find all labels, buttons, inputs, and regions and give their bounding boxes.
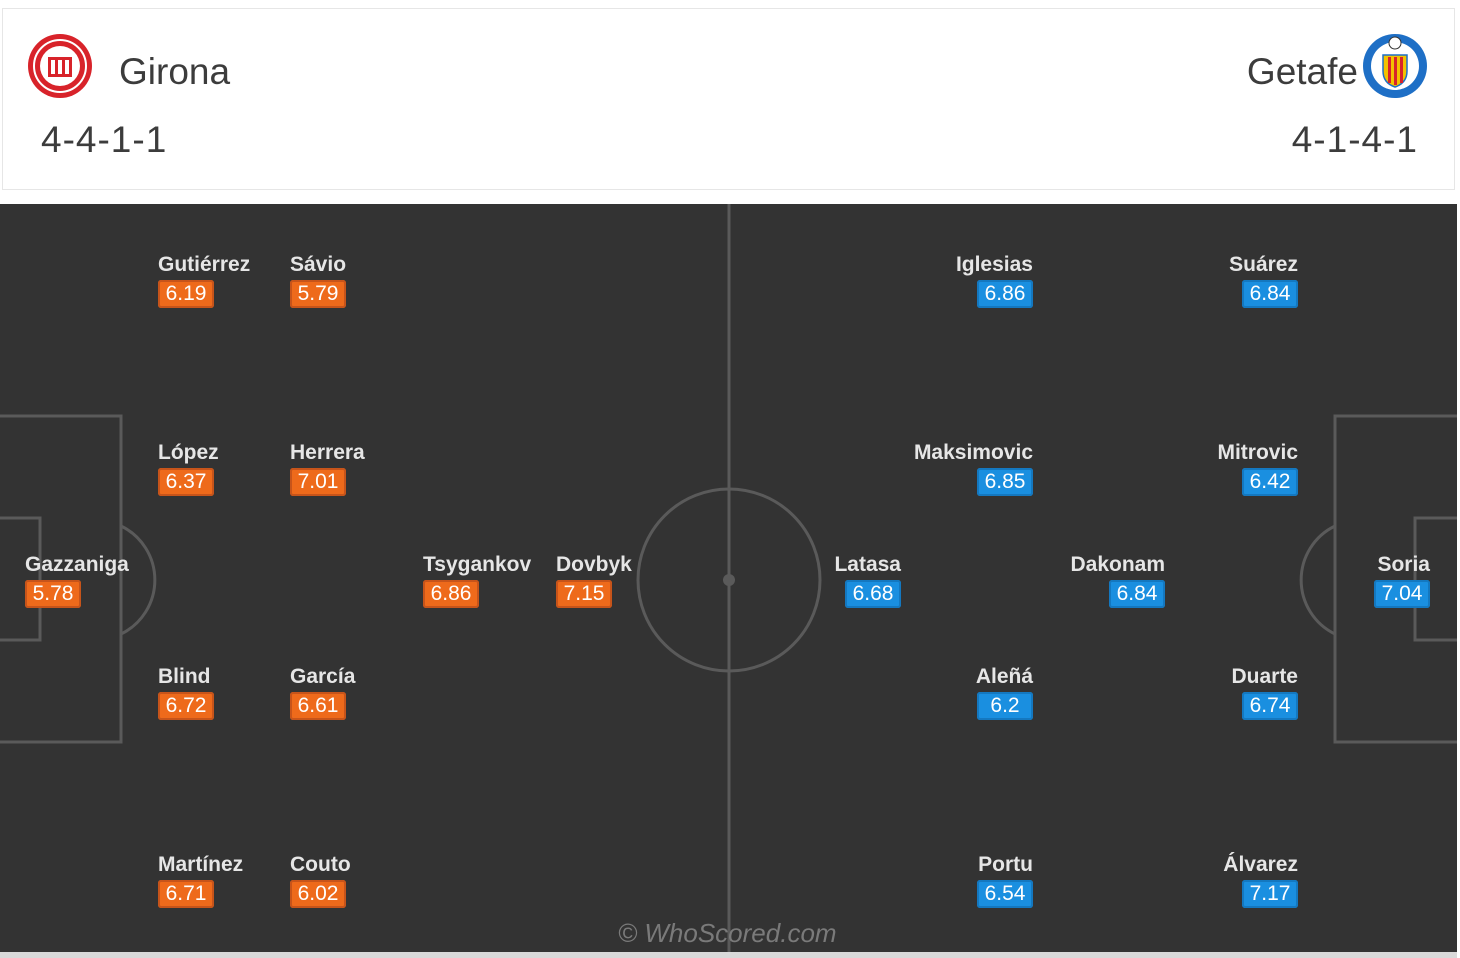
player-name: Herrera bbox=[290, 441, 365, 464]
player-name: López bbox=[158, 441, 219, 464]
away-formation: 4-1-4-1 bbox=[1291, 119, 1418, 160]
home-player-dovbyk[interactable]: Dovbyk 7.15 bbox=[556, 553, 632, 608]
player-rating-badge: 7.04 bbox=[1374, 580, 1430, 608]
home-player-savio[interactable]: Sávio 5.79 bbox=[290, 253, 347, 308]
player-name: Duarte bbox=[1231, 665, 1298, 688]
away-player-dakonam[interactable]: Dakonam 6.84 bbox=[1070, 553, 1165, 608]
player-rating-badge: 6.86 bbox=[423, 580, 479, 608]
home-player-martinez[interactable]: Martínez 6.71 bbox=[158, 853, 244, 908]
player-rating-badge: 7.01 bbox=[290, 468, 346, 496]
player-name: Portu bbox=[978, 853, 1033, 876]
player-rating-badge: 6.71 bbox=[158, 880, 214, 908]
player-name: Iglesias bbox=[955, 253, 1033, 276]
player-rating-badge: 6.37 bbox=[158, 468, 214, 496]
player-rating-badge: 7.17 bbox=[1242, 880, 1298, 908]
away-player-iglesias[interactable]: Iglesias 6.86 bbox=[955, 253, 1033, 308]
home-player-blind[interactable]: Blind 6.72 bbox=[158, 665, 214, 720]
home-player-garcia[interactable]: García 6.61 bbox=[290, 665, 356, 720]
player-name: Maksimovic bbox=[913, 441, 1033, 464]
away-player-mitrovic[interactable]: Mitrovic 6.42 bbox=[1217, 441, 1298, 496]
home-player-lopez[interactable]: López 6.37 bbox=[158, 441, 219, 496]
home-player-tsygankov[interactable]: Tsygankov 6.86 bbox=[423, 553, 532, 608]
girona-crest-icon[interactable] bbox=[27, 33, 93, 99]
player-rating-badge: 6.85 bbox=[977, 468, 1033, 496]
player-rating-badge: 6.19 bbox=[158, 280, 214, 308]
player-name: Couto bbox=[290, 853, 351, 876]
player-rating-badge: 6.74 bbox=[1242, 692, 1298, 720]
player-rating-badge: 6.72 bbox=[158, 692, 214, 720]
away-player-alena[interactable]: Aleñá 6.2 bbox=[975, 665, 1033, 720]
player-name: Aleñá bbox=[975, 665, 1033, 688]
player-name: Dakonam bbox=[1070, 553, 1165, 576]
away-team-name[interactable]: Getafe bbox=[1246, 51, 1358, 92]
player-name: Dovbyk bbox=[556, 553, 632, 576]
player-name: Martínez bbox=[158, 853, 244, 876]
player-name: Álvarez bbox=[1223, 853, 1298, 876]
player-name: Blind bbox=[158, 665, 211, 688]
away-player-suarez[interactable]: Suárez 6.84 bbox=[1229, 253, 1298, 308]
player-rating-badge: 5.79 bbox=[290, 280, 346, 308]
home-player-gazzaniga[interactable]: Gazzaniga 5.78 bbox=[25, 553, 129, 608]
home-formation: 4-4-1-1 bbox=[41, 119, 168, 160]
player-name: Gazzaniga bbox=[25, 553, 129, 576]
player-name: Soria bbox=[1377, 553, 1430, 576]
player-name: García bbox=[290, 665, 356, 688]
player-rating-badge: 6.02 bbox=[290, 880, 346, 908]
player-rating-badge: 6.54 bbox=[977, 880, 1033, 908]
player-name: Tsygankov bbox=[423, 553, 532, 576]
pitch-markings bbox=[0, 204, 1457, 954]
home-team-name[interactable]: Girona bbox=[119, 51, 231, 92]
player-rating-badge: 6.42 bbox=[1242, 468, 1298, 496]
getafe-crest-icon[interactable] bbox=[1362, 33, 1428, 99]
player-name: Latasa bbox=[834, 553, 901, 576]
away-player-portu[interactable]: Portu 6.54 bbox=[977, 853, 1033, 908]
player-rating-badge: 6.61 bbox=[290, 692, 346, 720]
player-rating-badge: 7.15 bbox=[556, 580, 612, 608]
home-player-gutierrez[interactable]: Gutiérrez 6.19 bbox=[158, 253, 251, 308]
away-player-alvarez[interactable]: Álvarez 7.17 bbox=[1223, 853, 1298, 908]
player-name: Gutiérrez bbox=[158, 253, 251, 276]
player-name: Suárez bbox=[1229, 253, 1298, 276]
player-rating-badge: 6.84 bbox=[1242, 280, 1298, 308]
player-rating-badge: 6.86 bbox=[977, 280, 1033, 308]
whoscored-watermark: © WhoScored.com bbox=[618, 918, 837, 948]
player-rating-badge: 6.84 bbox=[1109, 580, 1165, 608]
pitch: Gutiérrez 6.19 Sávio 5.79 López 6.37 Her… bbox=[0, 204, 1457, 954]
player-rating-badge: 6.2 bbox=[977, 692, 1033, 720]
pitch-bottom-border bbox=[0, 952, 1457, 958]
away-player-soria[interactable]: Soria 7.04 bbox=[1374, 553, 1430, 608]
away-player-latasa[interactable]: Latasa 6.68 bbox=[834, 553, 901, 608]
away-player-duarte[interactable]: Duarte 6.74 bbox=[1231, 665, 1298, 720]
home-player-herrera[interactable]: Herrera 7.01 bbox=[290, 441, 365, 496]
player-rating-badge: 5.78 bbox=[25, 580, 81, 608]
home-player-couto[interactable]: Couto 6.02 bbox=[290, 853, 351, 908]
player-name: Mitrovic bbox=[1217, 441, 1298, 464]
player-rating-badge: 6.68 bbox=[845, 580, 901, 608]
away-player-maksimovic[interactable]: Maksimovic 6.85 bbox=[913, 441, 1033, 496]
player-name: Sávio bbox=[290, 253, 347, 276]
match-header: Girona 4-4-1-1 Getafe 4-1-4-1 bbox=[2, 8, 1455, 190]
